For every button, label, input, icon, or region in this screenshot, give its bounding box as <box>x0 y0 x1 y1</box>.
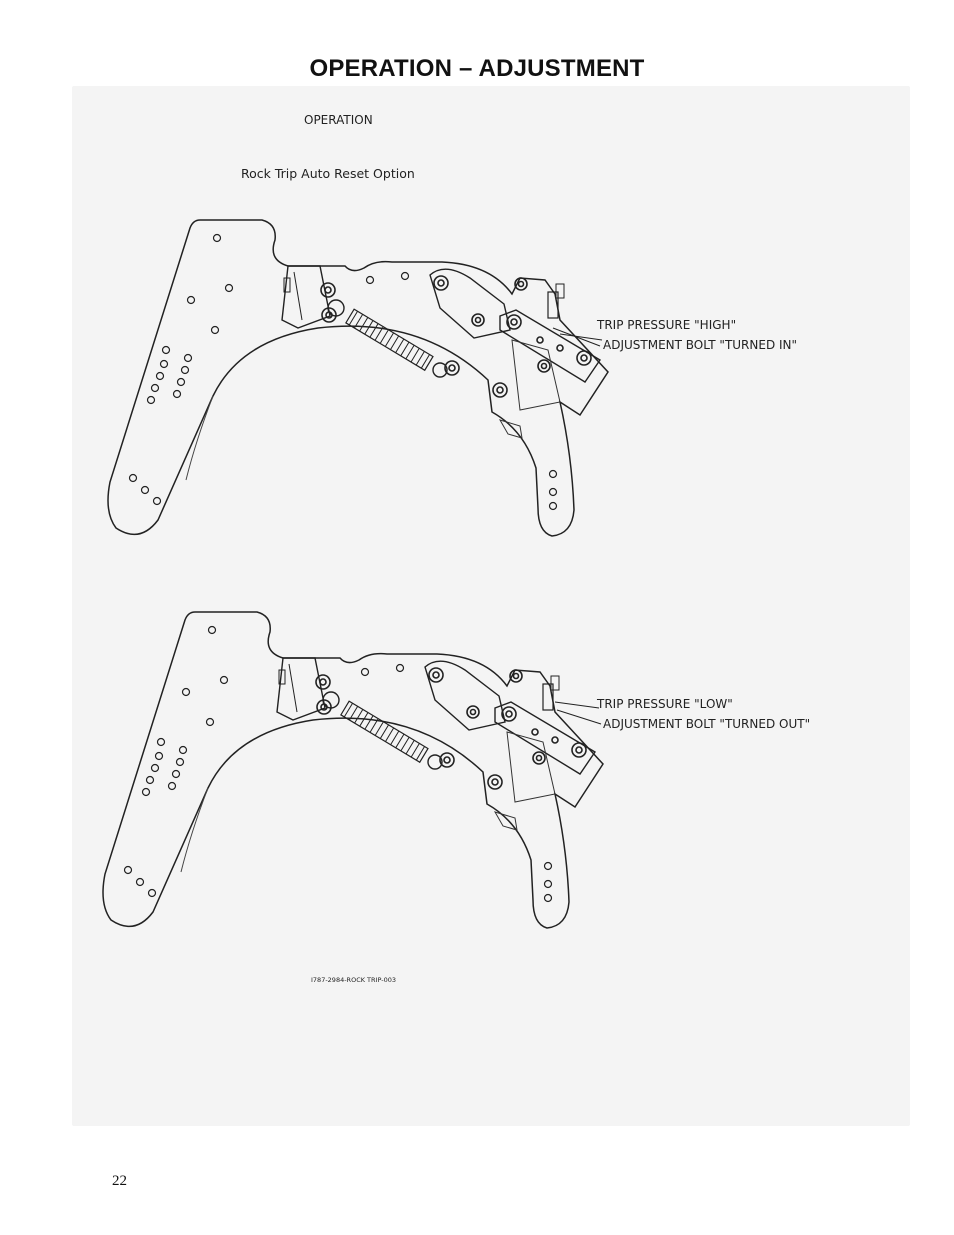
label-adjustment-bolt-turned-in: ADJUSTMENT BOLT "TURNED IN" <box>603 338 797 352</box>
label-trip-pressure-low: TRIP PRESSURE "LOW" <box>596 697 733 711</box>
figure-high-pressure <box>107 219 609 537</box>
scanned-drawing-background <box>72 86 910 1126</box>
label-trip-pressure-high: TRIP PRESSURE "HIGH" <box>596 318 736 332</box>
label-adjustment-bolt-turned-out: ADJUSTMENT BOLT "TURNED OUT" <box>603 717 810 731</box>
drawing-number: I787-2984-ROCK TRIP-003 <box>311 976 396 984</box>
figure-low-pressure <box>102 611 604 929</box>
drawing-subtitle: Rock Trip Auto Reset Option <box>241 166 415 181</box>
page-title: OPERATION – ADJUSTMENT <box>309 55 645 82</box>
page-number: 22 <box>112 1173 127 1189</box>
drawing-heading: OPERATION <box>304 113 373 127</box>
